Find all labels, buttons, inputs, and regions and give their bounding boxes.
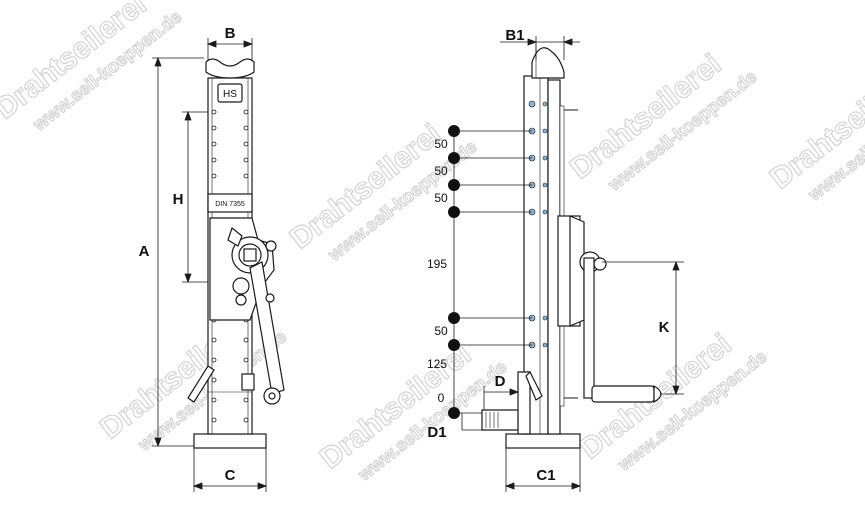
spacing-value: 195 — [427, 257, 447, 271]
dimension-A — [152, 56, 204, 448]
spacing-value: 0 — [438, 391, 445, 405]
dimension-H — [182, 110, 208, 284]
side-view — [448, 36, 684, 492]
side-crank-grip — [591, 385, 655, 403]
spacing-value: 50 — [434, 324, 448, 338]
dim-label-D1: D1 — [427, 424, 446, 441]
dim-label-C1: C1 — [536, 467, 555, 484]
svg-text:HS: HS — [223, 89, 237, 100]
dim-label-C: C — [225, 467, 236, 484]
column-holes — [211, 109, 249, 423]
dim-label-B: B — [225, 25, 236, 42]
dimension-C1 — [504, 448, 582, 492]
head-saddle — [205, 58, 255, 79]
dim-label-K: K — [659, 319, 670, 336]
dim-label-H: H — [173, 191, 184, 208]
front-view: HS DIN 7355 — [152, 38, 285, 492]
spacing-value: 50 — [434, 191, 448, 205]
spacing-value: 50 — [434, 164, 448, 178]
dimension-C — [192, 448, 268, 492]
dimension-D1 — [461, 413, 482, 431]
dimension-B — [206, 38, 254, 60]
spacing-value: 125 — [427, 357, 447, 371]
plate-text: DIN 7355 — [215, 201, 245, 208]
side-head — [531, 47, 565, 79]
side-base-plate — [505, 433, 581, 449]
spacing-value: 50 — [434, 137, 448, 151]
name-plate — [207, 193, 253, 213]
base-plate — [193, 433, 267, 449]
dim-label-D: D — [495, 373, 506, 390]
claw-toe — [481, 409, 519, 431]
dim-label-B1: B1 — [505, 27, 524, 44]
watermark: Drahtseilerei www.seil-koeppen.de Drahts… — [0, 0, 865, 486]
dimension-K — [602, 260, 684, 396]
dim-label-A: A — [139, 243, 150, 260]
crank-handle — [187, 365, 215, 403]
side-crank-arm — [583, 257, 595, 399]
dimension-D — [483, 386, 520, 410]
spacing-markers — [448, 125, 532, 419]
dimension-B1 — [500, 36, 580, 60]
label-plate — [217, 83, 243, 103]
